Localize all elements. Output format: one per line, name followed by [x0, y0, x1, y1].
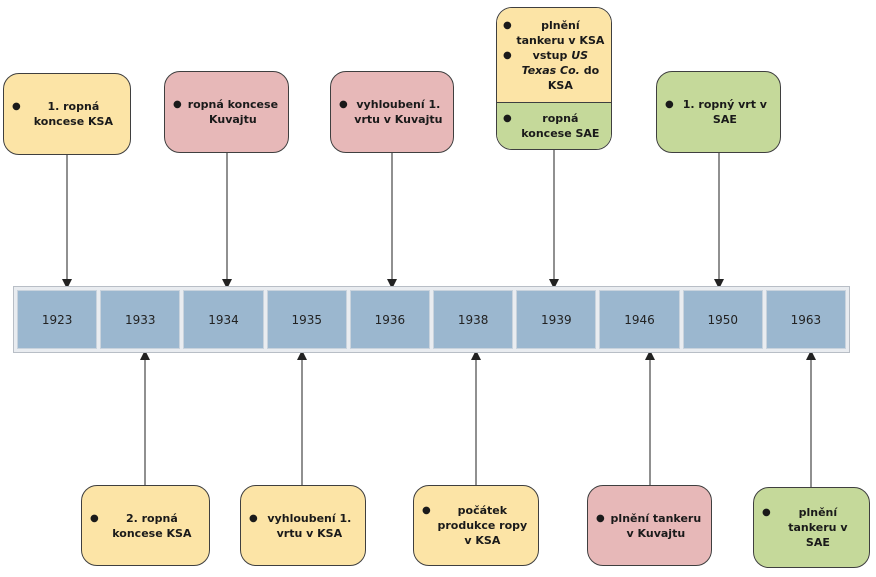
event-upper-part: ●plnění tankeru v KSA ●vstup US Texas Co… — [497, 8, 611, 103]
year-cell: 1939 — [516, 290, 597, 349]
year-cell: 1950 — [682, 290, 763, 349]
event-box-1934: ●ropná koncese Kuvajtu — [164, 71, 289, 153]
event-box-1935: ●vyhloubení 1. vrtu v KSA — [240, 485, 366, 566]
event-text: plnění tankeru v KSA — [516, 18, 605, 47]
event-text: 1. ropný vrt v SAE — [682, 98, 767, 126]
event-text: plnění tankeru v Kuvajtu — [610, 511, 702, 540]
event-box-1933: ●2. ropná koncese KSA — [81, 485, 210, 566]
year-cell: 1923 — [17, 290, 98, 349]
event-box-1950: ●1. ropný vrt v SAE — [656, 71, 781, 153]
event-box-1939: ●plnění tankeru v KSA ●vstup US Texas Co… — [496, 7, 612, 150]
year-cell: 1936 — [349, 290, 431, 349]
event-text: 2. ropná koncese KSA — [112, 511, 192, 540]
event-text: plnění tankeru v SAE — [788, 506, 848, 549]
event-lower-part: ●ropná koncese SAE — [497, 103, 611, 149]
event-box-1936: ●vyhloubení 1. vrtu v Kuvajtu — [330, 71, 454, 153]
event-text: počátek produkce ropy v KSA — [437, 504, 528, 547]
year-cell: 1963 — [765, 290, 847, 349]
event-box-1938: ●počátek produkce ropy v KSA — [413, 485, 539, 566]
year-cell: 1938 — [433, 290, 514, 349]
year-cell: 1935 — [266, 290, 347, 349]
event-text: 1. ropná koncese KSA — [33, 100, 113, 128]
timeline-bar: 1923 1933 1934 1935 1936 1938 1939 1946 … — [13, 286, 850, 353]
year-cell: 1933 — [100, 290, 181, 349]
year-cell: 1946 — [599, 290, 680, 349]
event-text: vyhloubení 1. vrtu v KSA — [267, 511, 352, 540]
event-text: vyhloubení 1. vrtu v Kuvajtu — [354, 98, 443, 126]
event-text: vstup US Texas Co. do KSA — [521, 48, 600, 92]
event-box-1946: ●plnění tankeru v Kuvajtu — [587, 485, 712, 566]
event-box-1923: ●1. ropná koncese KSA — [3, 73, 131, 155]
event-text: ropná koncese Kuvajtu — [187, 98, 279, 126]
year-cell: 1934 — [183, 290, 264, 349]
event-text: ropná koncese SAE — [521, 112, 600, 140]
event-box-1963: ●plnění tankeru v SAE — [753, 487, 870, 568]
